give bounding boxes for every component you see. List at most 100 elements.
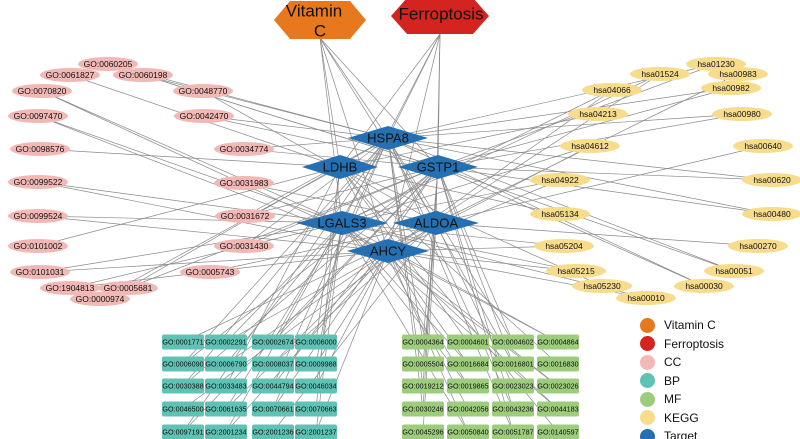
mf-term-node: [492, 424, 534, 439]
cc-term-node: [8, 239, 68, 253]
bp-term-node: [205, 378, 247, 394]
legend-item-cc: CC: [640, 353, 790, 372]
bp-term-node-label: GO:0030388: [162, 382, 203, 391]
network-edge: [37, 215, 343, 224]
mf-term-node: [537, 334, 579, 350]
legend-label: Ferroptosis: [664, 336, 725, 351]
network-edge: [437, 166, 773, 181]
kegg-pathway-node: [572, 279, 632, 293]
network-edge: [127, 166, 439, 289]
kegg-pathway-node-label: hsa05204: [545, 241, 583, 251]
legend-swatch: [640, 317, 655, 333]
mf-term-node-label: GO:0042056: [447, 405, 488, 414]
cc-term-node: [113, 68, 173, 82]
bp-term-node: [205, 334, 247, 350]
mf-term-node: [492, 334, 534, 350]
kegg-pathway-node: [733, 139, 793, 153]
target-label: HSPA8: [367, 131, 409, 146]
network-edge: [225, 222, 343, 343]
network-edge: [387, 137, 514, 343]
legend-label: CC: [664, 355, 682, 370]
network-edge: [319, 37, 341, 168]
mf-term-node: [402, 424, 444, 439]
kegg-pathway-node: [560, 139, 620, 153]
target-node-lgals3: [296, 211, 388, 235]
network-edge: [244, 166, 439, 217]
kegg-pathway-node: [674, 279, 734, 293]
bp-term-node: [162, 356, 204, 372]
kegg-pathway-node-label: hsa04213: [579, 109, 617, 119]
mf-term-node: [447, 378, 489, 394]
network-edge: [39, 250, 389, 273]
mf-term-node: [402, 334, 444, 350]
network-edge: [422, 222, 437, 433]
mf-term-node-label: GO:0023026: [537, 382, 578, 391]
bp-term-node-label: GO:0002674: [252, 338, 293, 347]
bp-term-node-label: GO:0044794: [252, 382, 293, 391]
bp-term-node-label: GO:0008037: [252, 360, 293, 369]
mf-term-node-label: GO:0019865: [447, 382, 488, 391]
mf-term-node: [447, 356, 489, 372]
legend-item-kegg: KEGG: [640, 409, 790, 428]
kegg-pathway-node-label: hsa04612: [571, 141, 609, 151]
cc-term-node-label: GO:0098576: [16, 144, 65, 154]
bp-term-node: [295, 401, 337, 417]
network-edge: [203, 115, 389, 139]
cc-term-node-label: GO:0005743: [186, 267, 235, 277]
mf-term-node: [447, 424, 489, 439]
legend-swatch: [640, 373, 655, 389]
kegg-pathway-node: [742, 207, 800, 221]
kegg-pathway-node: [728, 239, 788, 253]
bp-term-node-label: GO:0006090: [162, 360, 203, 369]
target-label: LDHB: [323, 160, 358, 175]
legend-swatch: [640, 410, 655, 426]
kegg-pathway-node-label: hsa04922: [541, 175, 579, 185]
network-edge: [437, 166, 773, 215]
bp-term-node-label: GO:0061635: [205, 405, 246, 414]
network-edge: [435, 145, 764, 224]
cc-term-node-label: GO:0099524: [14, 211, 63, 221]
network-edge: [37, 181, 389, 252]
target-node-gstp1: [398, 155, 478, 179]
kegg-pathway-node-label: hsa00620: [753, 175, 791, 185]
kegg-pathway-node-label: hsa00030: [685, 281, 723, 291]
ferroptosis-node: [391, 0, 489, 34]
bp-term-node: [252, 334, 294, 350]
cc-term-node: [78, 57, 138, 71]
bp-term-node-label: GO:0046500: [162, 405, 203, 414]
kegg-pathway-node: [712, 107, 772, 121]
mf-term-node-label: GO:0050840: [447, 428, 488, 437]
bp-term-node-label: GO:2001237: [295, 428, 336, 437]
vitamin-c-label: C: [314, 22, 326, 41]
target-label: ALDOA: [414, 216, 458, 231]
bp-term-node-label: GO:0001771: [162, 338, 203, 347]
network-edge: [422, 166, 439, 410]
network-edge: [387, 113, 743, 139]
target-label: AHCY: [370, 244, 406, 259]
kegg-pathway-node: [530, 173, 590, 187]
network-edge: [41, 90, 343, 224]
cc-term-node-label: GO:0031983: [220, 178, 269, 188]
bp-term-node-label: GO:0002291: [205, 338, 246, 347]
network-edge: [37, 166, 341, 247]
kegg-pathway-node: [701, 81, 761, 95]
mf-term-node: [447, 401, 489, 417]
network-edge: [315, 222, 343, 433]
cc-term-node: [214, 239, 274, 253]
mf-term-node: [402, 401, 444, 417]
mf-term-node-label: GO:0019212: [402, 382, 443, 391]
legend-swatch: [640, 391, 655, 407]
bp-term-node-label: GO:0006000: [295, 338, 336, 347]
legend: Vitamin C Ferroptosis CC BP MF KEGG Targ…: [640, 316, 790, 439]
mf-term-node: [537, 378, 579, 394]
target-node-hspa8: [348, 126, 428, 150]
cc-term-node: [10, 142, 70, 156]
vitamin-c-node: [274, 1, 366, 39]
cc-term-node: [12, 84, 72, 98]
mf-term-node-label: GO:0004864: [537, 338, 578, 347]
network-edge: [244, 137, 389, 217]
mf-term-node-label: GO:0044183: [537, 405, 578, 414]
bp-term-node: [252, 356, 294, 372]
cc-term-node: [180, 265, 240, 279]
